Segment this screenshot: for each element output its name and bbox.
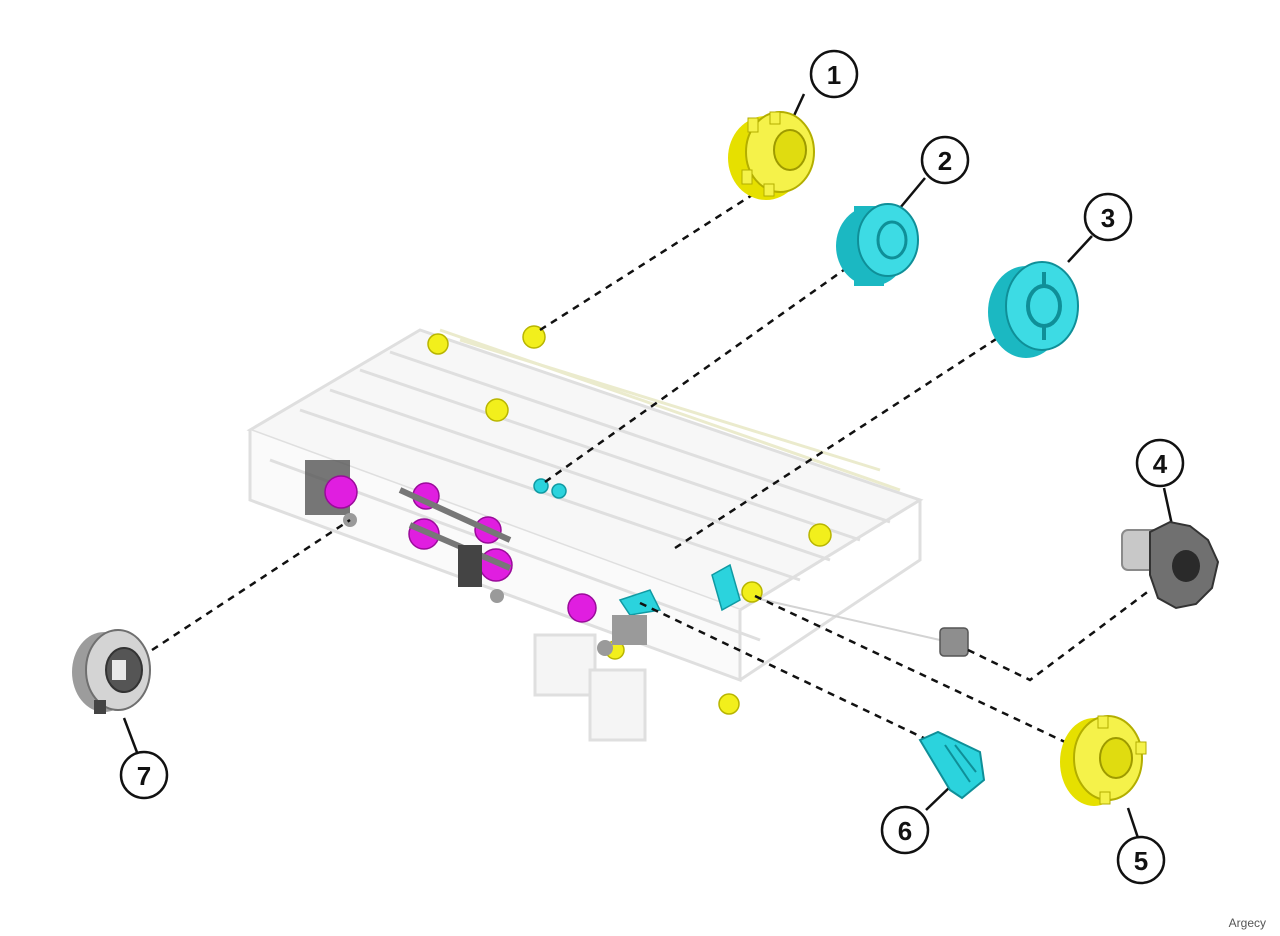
callout-5: 5 <box>1116 835 1166 885</box>
part-5-yellow-gear-hub <box>1060 715 1147 806</box>
watermark: Argecy <box>1228 916 1266 930</box>
callout-3: 3 <box>1083 192 1133 242</box>
part-7-gray-hub <box>72 629 151 714</box>
callout-1: 1 <box>809 49 859 99</box>
callout-label: 1 <box>827 60 841 90</box>
part-6-cyan-cam <box>918 730 986 800</box>
callout-label: 2 <box>938 146 952 176</box>
callout-label: 5 <box>1134 846 1148 876</box>
callout-label: 6 <box>898 816 912 846</box>
callout-7: 7 <box>119 750 169 800</box>
callout-leaders <box>122 93 1174 839</box>
callout-6: 6 <box>880 805 930 855</box>
callout-label: 4 <box>1153 449 1168 479</box>
callout-2: 2 <box>920 135 970 185</box>
callout-label: 3 <box>1101 203 1115 233</box>
callout-4: 4 <box>1135 438 1185 488</box>
part-2-cyan-roller <box>836 203 919 286</box>
assembly-frame <box>246 328 941 742</box>
leader-lines <box>151 188 1151 744</box>
part-4-gray-knob <box>1121 520 1220 610</box>
part-1-yellow-gear-hub <box>728 111 815 200</box>
assembly-parts <box>305 325 969 715</box>
part-3-cyan-roller-large <box>988 261 1079 358</box>
callout-label: 7 <box>137 761 151 791</box>
